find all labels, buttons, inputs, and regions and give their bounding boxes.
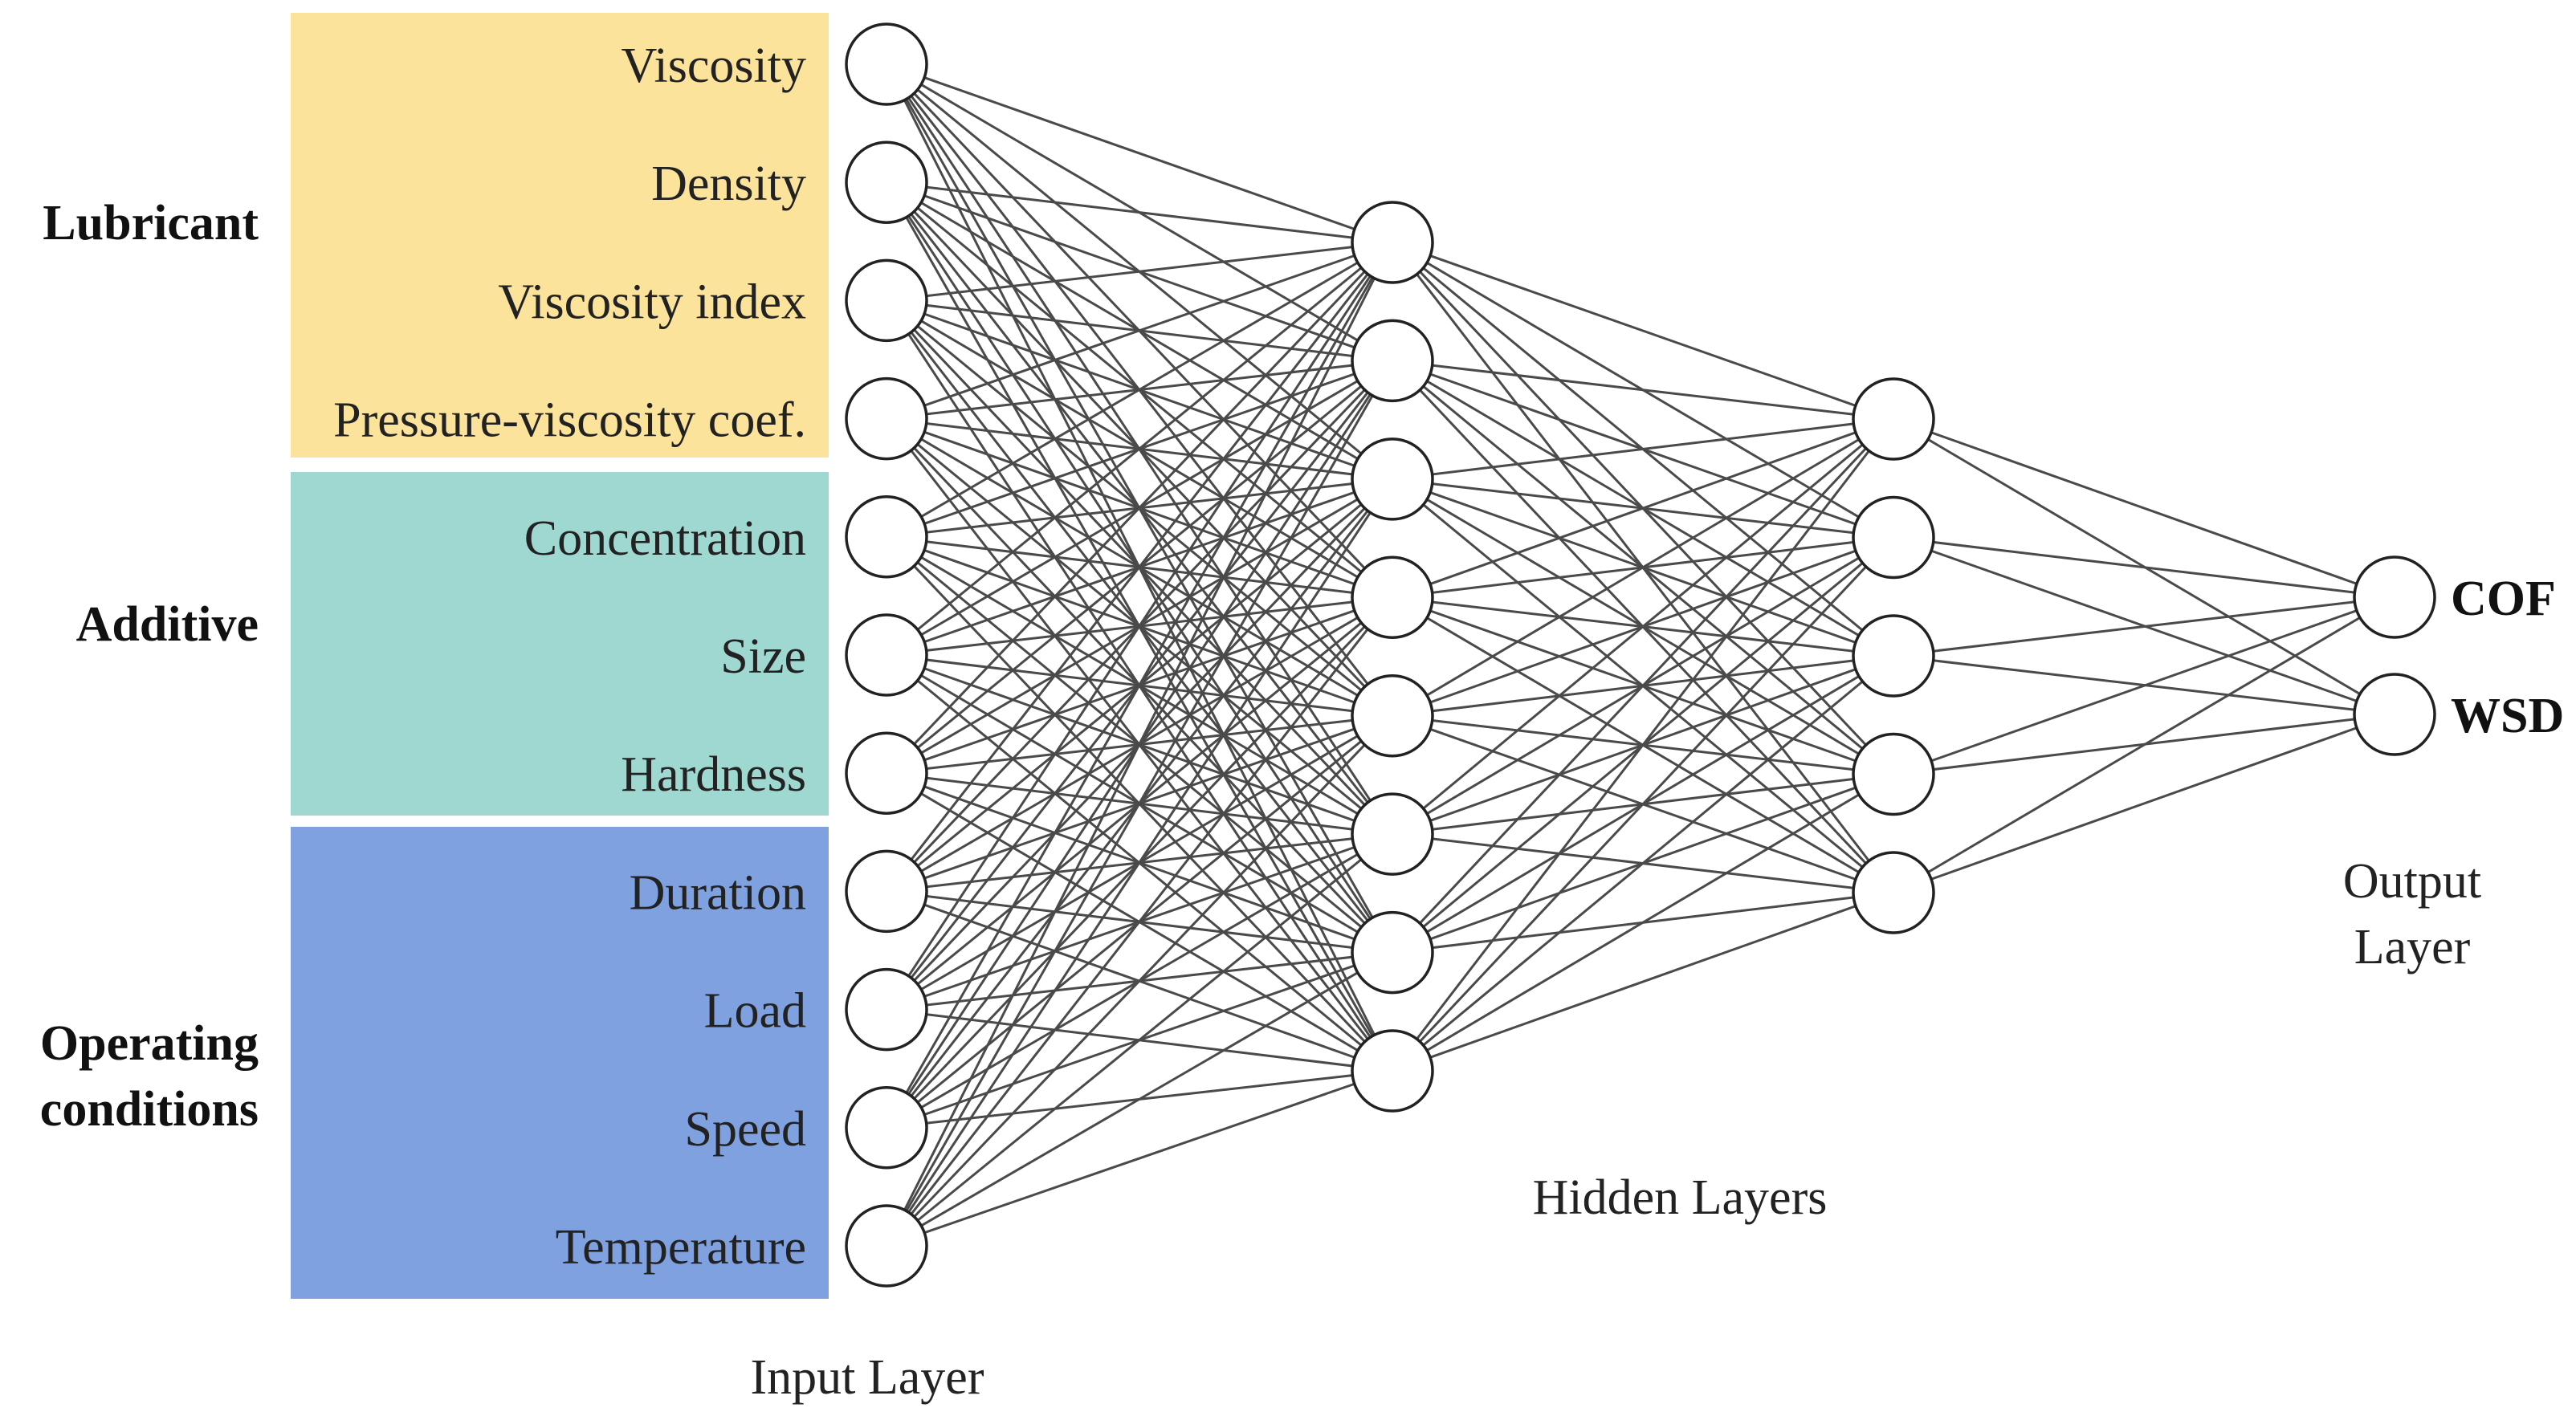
hidden1-hidden2-edge-1-0	[1392, 359, 1894, 421]
lubricant-group-box	[291, 13, 829, 458]
hidden1-neuron-2	[1351, 437, 1434, 521]
hidden1-hidden2-edge-7-4	[1392, 891, 1894, 1072]
hidden1-neuron-4	[1351, 673, 1434, 758]
hidden2-output-edge-0-0	[1893, 417, 2395, 599]
hidden-layers-caption: Hidden Layers	[1533, 1170, 1828, 1225]
input-hidden1-edge-10-5	[886, 832, 1393, 1247]
lubricant-group-label: Lubricant	[43, 196, 259, 250]
hidden2-output-edge-4-1	[1893, 713, 2395, 894]
hidden1-neuron-3	[1351, 555, 1434, 640]
hidden1-hidden2-edge-4-0	[1392, 417, 1894, 718]
hidden1-neuron-7	[1351, 1029, 1434, 1113]
hidden1-hidden2-edge-7-2	[1392, 654, 1894, 1072]
hidden1-hidden2-edge-7-1	[1391, 536, 1895, 1072]
hidden1-hidden2-edge-6-0	[1391, 417, 1895, 954]
input-neuron-4	[845, 495, 928, 579]
hidden2-neuron-3	[1852, 732, 1935, 816]
input-neuron-8	[845, 967, 928, 1052]
input-neuron-3	[845, 376, 928, 461]
hidden1-neuron-0	[1351, 201, 1434, 284]
output-layer-caption: Layer	[2354, 920, 2471, 975]
input-label-speed: Speed	[684, 1102, 806, 1157]
hidden1-hidden2-edge-5-0	[1392, 417, 1894, 836]
operating-group-label: Operating	[40, 1016, 259, 1071]
input-hidden1-edge-1-0	[886, 181, 1393, 244]
output-label-cof: COF	[2451, 572, 2556, 626]
input-hidden1-edge-4-0	[886, 241, 1393, 539]
hidden2-neuron-4	[1852, 851, 1935, 934]
hidden2-neuron-1	[1852, 495, 1935, 580]
input-label-concentration: Concentration	[524, 511, 806, 566]
input-hidden1-edge-10-1	[885, 360, 1394, 1247]
input-hidden1-edge-7-0	[885, 242, 1394, 893]
input-layer-caption: Input Layer	[751, 1350, 984, 1405]
input-neuron-10	[845, 1204, 928, 1288]
hidden1-hidden2-edge-2-0	[1392, 417, 1894, 481]
output-neuron-1	[2353, 673, 2436, 756]
hidden1-hidden2-edge-3-0	[1392, 417, 1894, 599]
operating-group-box	[291, 827, 829, 1299]
input-hidden1-edge-10-7	[886, 1069, 1393, 1247]
feature-group-boxes	[291, 13, 829, 1299]
network-neurons	[845, 22, 2436, 1288]
input-hidden1-edge-10-0	[885, 242, 1394, 1247]
hidden2-output-edge-3-0	[1893, 596, 2395, 775]
input-hidden1-edge-10-2	[885, 478, 1394, 1247]
input-neuron-5	[845, 613, 928, 697]
network-connections	[885, 63, 2395, 1247]
output-layer-caption: Output	[2343, 854, 2481, 909]
input-hidden1-edge-5-0	[886, 241, 1393, 657]
input-hidden1-edge-10-3	[885, 596, 1394, 1247]
output-neuron-0	[2353, 555, 2436, 639]
input-label-viscosity-index: Viscosity index	[498, 275, 806, 329]
input-neuron-2	[845, 258, 928, 343]
hidden2-output-edge-2-0	[1893, 596, 2395, 657]
output-label-wsd: WSD	[2451, 689, 2564, 743]
input-hidden1-edge-10-6	[886, 951, 1393, 1247]
hidden2-neuron-2	[1852, 614, 1935, 698]
input-hidden1-edge-2-0	[886, 241, 1393, 302]
hidden1-hidden2-edge-7-3	[1392, 773, 1894, 1072]
input-label-viscosity: Viscosity	[621, 39, 806, 93]
input-label-duration: Duration	[630, 865, 806, 920]
input-neuron-6	[845, 731, 928, 815]
additive-group-label: Additive	[76, 597, 259, 652]
input-hidden1-edge-10-4	[885, 714, 1394, 1247]
input-label-temperature: Temperature	[556, 1220, 806, 1275]
input-label-density: Density	[651, 157, 806, 211]
additive-group-box	[291, 472, 829, 816]
hidden2-output-edge-4-0	[1893, 596, 2395, 894]
input-hidden1-edge-0-0	[886, 63, 1393, 244]
input-hidden1-edge-6-0	[885, 241, 1394, 775]
input-label-hardness: Hardness	[621, 747, 806, 802]
input-hidden1-edge-3-0	[886, 241, 1393, 421]
hidden2-neuron-0	[1852, 377, 1935, 461]
hidden1-neuron-1	[1351, 319, 1434, 403]
input-hidden1-edge-9-0	[885, 242, 1394, 1129]
hidden2-output-edge-1-0	[1893, 536, 2395, 599]
input-neuron-0	[845, 22, 928, 106]
hidden1-hidden2-edge-0-0	[1392, 241, 1894, 421]
input-neuron-7	[845, 849, 928, 934]
hidden1-neuron-6	[1351, 910, 1434, 995]
input-hidden1-edge-8-0	[885, 242, 1394, 1011]
operating-group-label: conditions	[40, 1082, 259, 1137]
hidden1-hidden2-edge-7-0	[1391, 418, 1895, 1072]
input-label-pressure-viscosity-coef: Pressure-viscosity coef.	[333, 393, 806, 448]
input-neuron-1	[845, 140, 928, 224]
hidden1-neuron-5	[1351, 792, 1434, 876]
input-label-load: Load	[704, 984, 806, 1039]
input-neuron-9	[845, 1086, 928, 1170]
input-label-size: Size	[720, 629, 806, 684]
